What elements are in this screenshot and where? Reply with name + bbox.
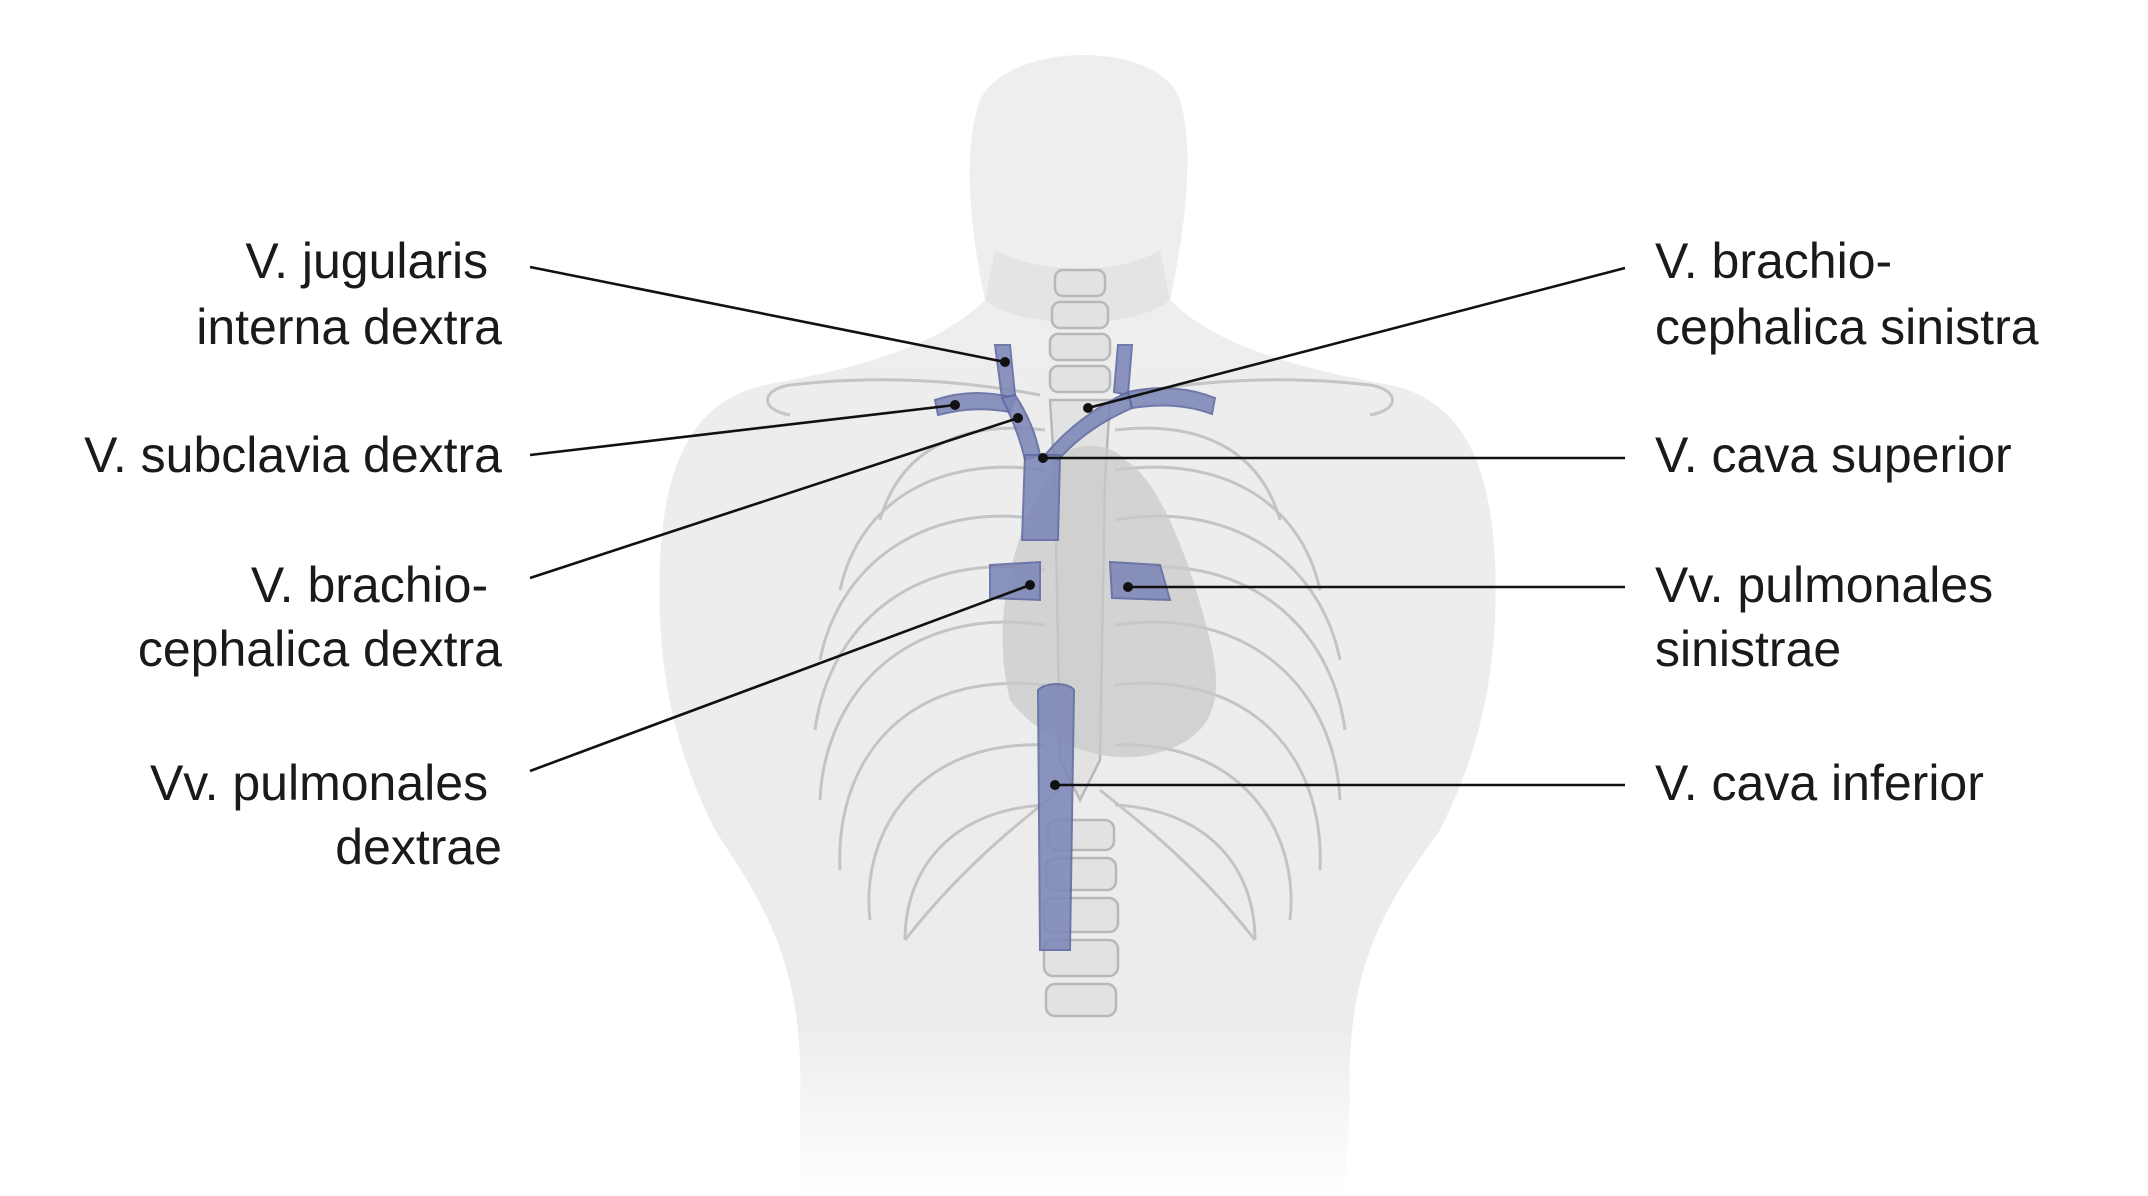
labels-right: V. brachio- cephalica sinistra V. cava s… bbox=[1655, 233, 2039, 811]
leader-dot bbox=[1050, 780, 1060, 790]
leader-lines bbox=[529, 265, 1626, 790]
vv-pulmonales-sinistrae-vessel bbox=[1108, 560, 1172, 602]
leader-vv-pulmonales-dextrae bbox=[529, 583, 1031, 773]
leader-dot bbox=[1025, 580, 1035, 590]
label-v-brachiocephalica-dextra: V. brachio- cephalica dextra bbox=[138, 557, 502, 677]
label-v-cava-superior: V. cava superior bbox=[1655, 427, 2012, 483]
leader-dot bbox=[1000, 357, 1010, 367]
leader-v-subclavia-dextra bbox=[529, 403, 956, 457]
label-v-subclavia-dextra: V. subclavia dextra bbox=[84, 427, 502, 483]
v-jugularis-interna-sinistra-vessel bbox=[1112, 344, 1134, 397]
clavicles bbox=[766, 378, 1394, 417]
leader-dot bbox=[1038, 453, 1048, 463]
leader-v-jugularis-interna-dextra bbox=[529, 265, 1006, 364]
v-cava-superior-vessel bbox=[1020, 454, 1062, 541]
vv-pulmonales-dextrae-vessel bbox=[989, 560, 1041, 602]
leader-v-brachiocephalica-dextra bbox=[529, 416, 1019, 580]
label-vv-pulmonales-dextrae: Vv. pulmonales dextrae bbox=[150, 755, 502, 875]
label-v-brachiocephalica-sinistra: V. brachio- cephalica sinistra bbox=[1655, 233, 2039, 355]
leader-dot bbox=[1013, 413, 1023, 423]
leader-dot bbox=[1083, 403, 1093, 413]
leader-dot bbox=[1123, 582, 1133, 592]
label-v-cava-inferior: V. cava inferior bbox=[1655, 755, 1984, 811]
leader-v-brachiocephalica-sinistra bbox=[1087, 266, 1626, 410]
labels-left: V. jugularis interna dextra V. subclavia… bbox=[84, 233, 502, 875]
leader-dot bbox=[950, 400, 960, 410]
v-cava-inferior-vessel bbox=[1036, 683, 1076, 951]
label-vv-pulmonales-sinistrae: Vv. pulmonales sinistrae bbox=[1655, 557, 2007, 677]
label-v-jugularis-interna-dextra: V. jugularis interna dextra bbox=[196, 233, 502, 355]
